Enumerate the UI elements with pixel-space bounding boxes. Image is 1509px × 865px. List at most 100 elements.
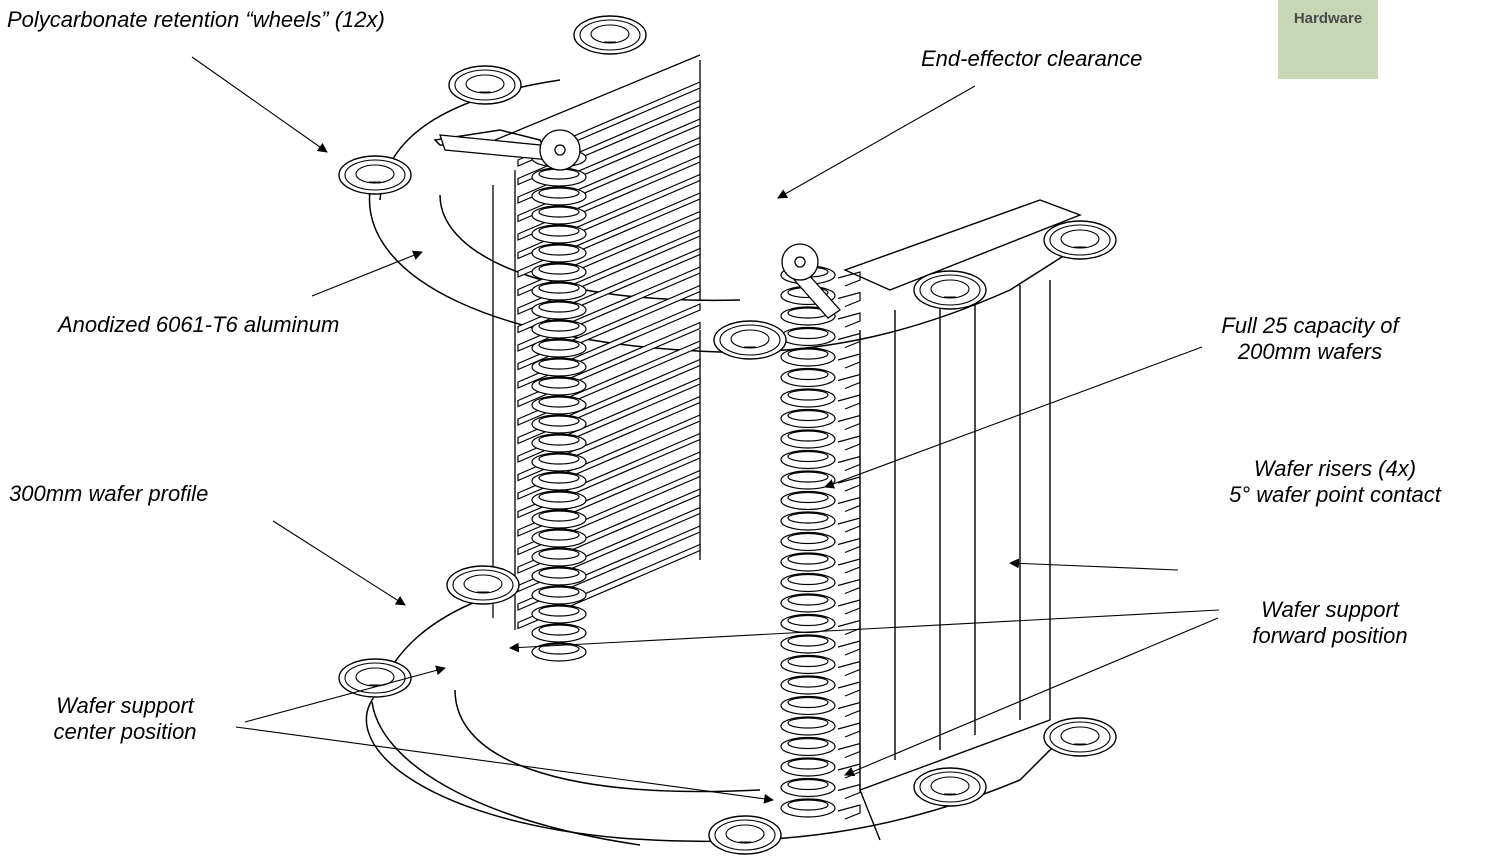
support-disc-inner xyxy=(787,778,829,791)
riser-notch xyxy=(837,394,861,410)
badge-label: Hardware xyxy=(1293,10,1363,27)
riser-notch xyxy=(837,332,861,349)
support-disc xyxy=(531,262,587,282)
support-disc xyxy=(531,395,587,415)
support-disc xyxy=(780,593,836,613)
support-disc-inner xyxy=(787,368,829,381)
support-disc-inner xyxy=(538,244,580,256)
support-disc xyxy=(780,675,836,695)
support-disc xyxy=(531,471,587,491)
riser-notch xyxy=(837,455,861,472)
support-disc xyxy=(531,281,587,301)
support-disc-inner xyxy=(538,320,580,332)
riser-notch xyxy=(837,783,861,800)
support-disc xyxy=(780,449,836,470)
hardware-badge: Hardware xyxy=(1278,0,1378,79)
support-disc-inner xyxy=(787,594,829,606)
support-disc-inner xyxy=(538,396,580,408)
support-disc xyxy=(780,798,836,818)
support-disc xyxy=(531,452,587,472)
support-disc xyxy=(780,654,836,675)
support-disc xyxy=(780,408,836,429)
support-disc-inner xyxy=(787,655,829,668)
support-disc-inner xyxy=(538,453,580,465)
support-disc-inner xyxy=(787,348,829,360)
callout-retention-wheels: Polycarbonate retention “wheels” (12x) xyxy=(7,7,385,32)
support-disc-inner xyxy=(787,737,829,750)
support-disc xyxy=(531,300,587,320)
support-disc xyxy=(780,757,836,777)
support-disc-inner xyxy=(787,389,829,401)
callout-end-effector: End-effector clearance xyxy=(921,46,1143,71)
support-disc-inner xyxy=(787,532,829,545)
support-disc xyxy=(531,623,587,643)
riser-notch xyxy=(837,373,861,390)
support-disc-inner xyxy=(538,510,580,522)
support-disc xyxy=(531,547,587,567)
support-disc xyxy=(780,490,836,511)
riser-notch xyxy=(837,476,861,492)
support-disc xyxy=(531,167,587,187)
support-disc xyxy=(780,367,836,388)
support-disc-inner xyxy=(538,225,580,237)
support-disc xyxy=(780,716,836,736)
support-disc-inner xyxy=(538,529,580,541)
support-disc-inner xyxy=(787,553,829,565)
support-disc xyxy=(531,319,587,339)
support-disc-inner xyxy=(538,358,580,370)
support-disc xyxy=(531,205,587,225)
riser-notch xyxy=(837,722,861,738)
riser-notch xyxy=(837,517,861,533)
support-disc xyxy=(780,634,836,654)
support-disc xyxy=(780,388,836,408)
callout-risers-line2: 5° wafer point contact xyxy=(1229,482,1441,507)
support-disc xyxy=(531,186,587,206)
support-disc-inner xyxy=(787,614,829,627)
support-disc-inner xyxy=(538,567,580,579)
support-disc-inner xyxy=(787,635,829,647)
support-disc-inner xyxy=(538,605,580,617)
support-disc xyxy=(531,490,587,510)
leader-lines xyxy=(191,56,1220,804)
support-disc xyxy=(780,695,836,716)
riser-notch xyxy=(837,701,861,718)
support-disc-inner xyxy=(787,512,829,524)
support-disc-inner xyxy=(787,696,829,709)
riser-notch xyxy=(837,312,861,328)
riser-notch xyxy=(837,578,861,595)
support-disc-inner xyxy=(538,377,580,389)
support-disc-inner xyxy=(538,206,580,218)
support-disc xyxy=(780,736,836,757)
support-disc xyxy=(531,642,587,662)
support-disc-inner xyxy=(538,301,580,313)
riser-notch xyxy=(837,291,861,308)
support-disc xyxy=(531,243,587,263)
support-disc-inner xyxy=(787,799,829,811)
support-disc-inner xyxy=(538,548,580,560)
riser-notch xyxy=(837,742,861,759)
support-disc xyxy=(531,433,587,453)
support-disc xyxy=(531,357,587,377)
riser-notch xyxy=(837,435,861,451)
support-disc-inner xyxy=(787,471,829,483)
support-disc-inner xyxy=(538,434,580,446)
retention-arms xyxy=(439,129,841,319)
support-disc xyxy=(780,777,836,798)
callout-center-position: Wafer support center position xyxy=(20,693,230,745)
callout-risers: Wafer risers (4x) 5° wafer point contact xyxy=(1170,456,1500,508)
callout-capacity: Full 25 capacity of 200mm wafers xyxy=(1160,313,1460,365)
riser-notch xyxy=(837,353,861,369)
riser-notch xyxy=(837,640,861,656)
callout-risers-line1: Wafer risers (4x) xyxy=(1253,456,1417,481)
support-disc xyxy=(531,509,587,529)
riser-notch xyxy=(837,271,861,287)
support-disc-inner xyxy=(787,491,829,504)
support-disc-inner xyxy=(787,573,829,586)
riser-notch xyxy=(837,660,861,677)
riser-notch xyxy=(837,558,861,574)
support-disc xyxy=(531,338,587,358)
support-disc-inner xyxy=(538,624,580,636)
support-disc-inner xyxy=(538,415,580,427)
